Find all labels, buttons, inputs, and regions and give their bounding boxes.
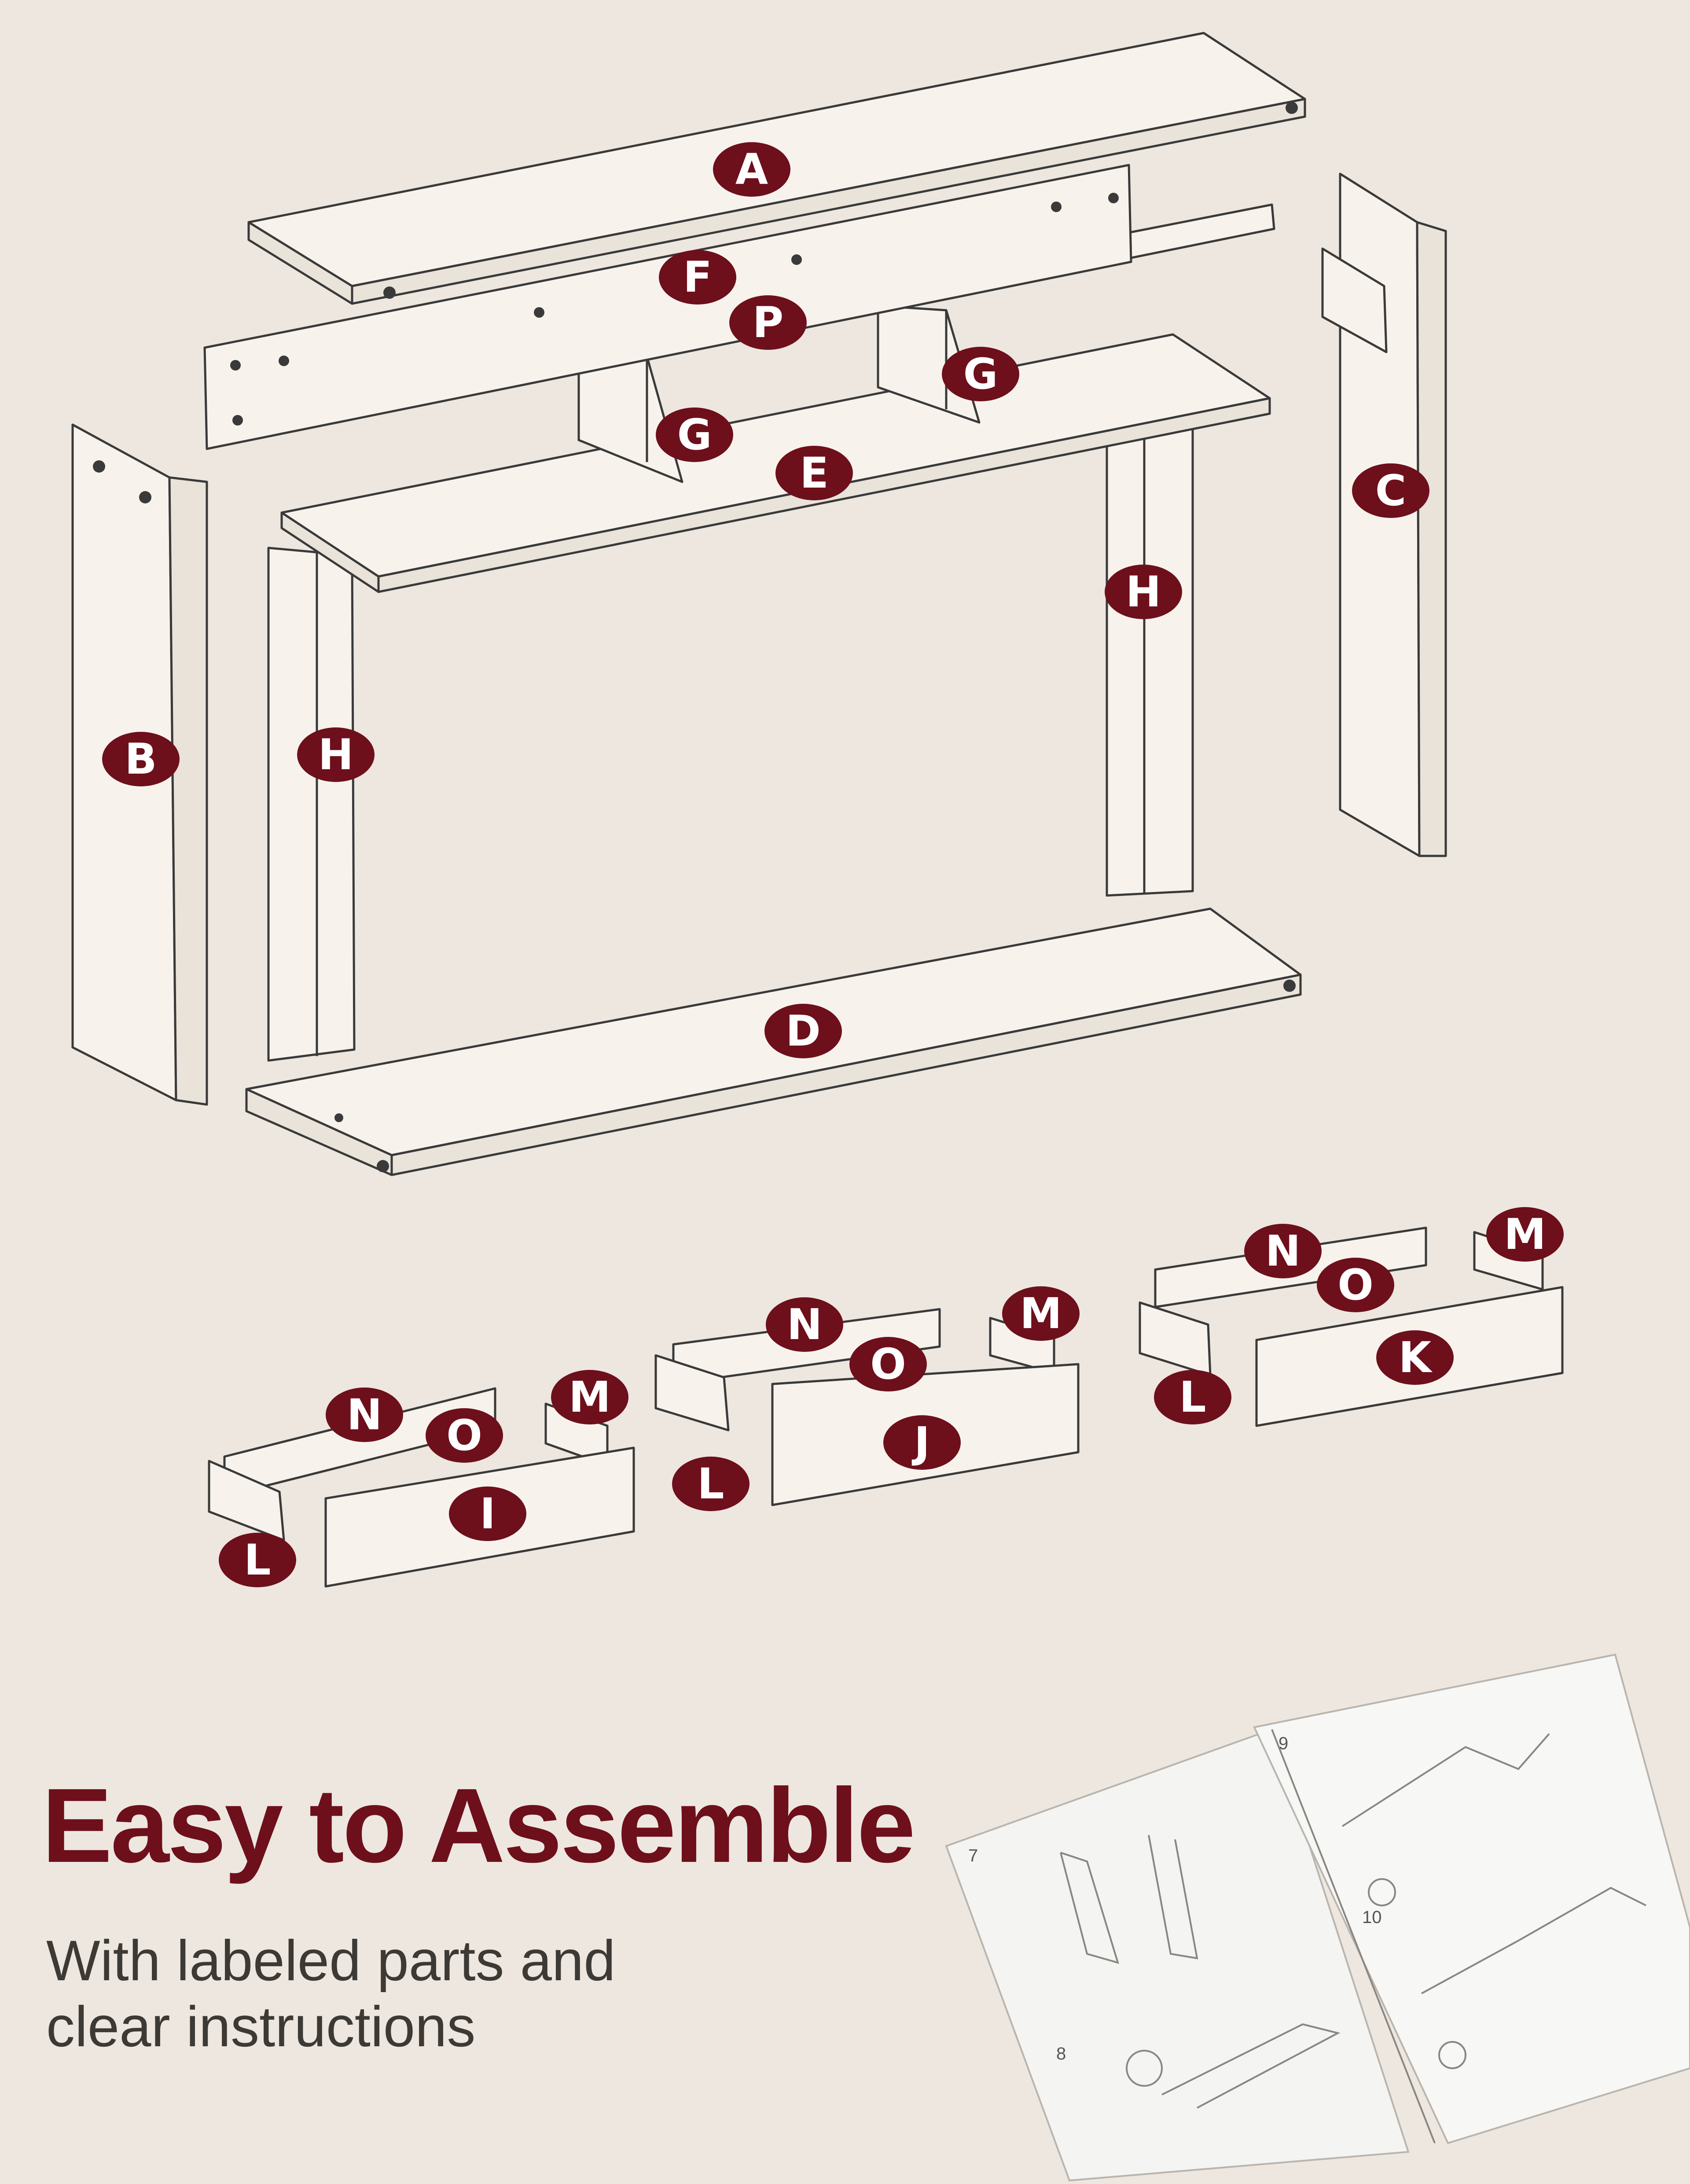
badge-drawer1-o: O	[426, 1408, 503, 1463]
svg-text:B: B	[125, 734, 157, 784]
badge-a: A	[713, 142, 790, 197]
svg-text:N: N	[1265, 1226, 1301, 1276]
svg-text:C: C	[1375, 466, 1406, 515]
svg-text:O: O	[1337, 1260, 1374, 1310]
svg-text:G: G	[963, 349, 998, 399]
badge-drawer1-m: M	[551, 1370, 628, 1424]
svg-text:G: G	[677, 410, 712, 459]
badge-drawer2-l: L	[672, 1457, 749, 1511]
badge-e: E	[775, 446, 853, 500]
badge-g-left: G	[656, 407, 733, 462]
svg-text:N: N	[347, 1390, 382, 1439]
svg-text:I: I	[480, 1489, 496, 1538]
badge-b: B	[102, 732, 180, 786]
badge-h-left: H	[297, 727, 375, 782]
badge-d: D	[764, 1004, 842, 1058]
manual-page-7: 7	[968, 1846, 978, 1865]
badge-g-right: G	[942, 347, 1019, 401]
badge-f: F	[659, 250, 736, 305]
svg-text:M: M	[569, 1373, 611, 1422]
svg-text:L: L	[697, 1459, 724, 1509]
svg-text:L: L	[244, 1535, 271, 1585]
badge-c: C	[1352, 463, 1429, 518]
svg-text:M: M	[1504, 1210, 1546, 1259]
badge-drawer3-l: L	[1154, 1370, 1231, 1424]
svg-text:P: P	[753, 298, 783, 347]
heading: Easy to Assemble	[42, 1766, 915, 1884]
badge-p: P	[729, 295, 807, 350]
svg-text:H: H	[1126, 567, 1161, 617]
subtitle: With labeled parts and clear instruction…	[46, 1927, 616, 2059]
subtitle-line-1: With labeled parts and	[46, 1928, 616, 1993]
svg-text:O: O	[870, 1340, 906, 1389]
badge-drawer3-m: M	[1486, 1207, 1564, 1262]
badge-drawer3-o: O	[1317, 1258, 1394, 1312]
badge-h-right: H	[1105, 565, 1182, 619]
back-panel-f	[203, 164, 1132, 450]
badge-drawer2-front: J	[883, 1415, 961, 1470]
svg-text:N: N	[787, 1300, 822, 1349]
badge-drawer1-l: L	[219, 1533, 296, 1587]
subtitle-line-2: clear instructions	[46, 1994, 476, 2059]
badge-drawer3-n: N	[1244, 1224, 1322, 1278]
leg-h-left	[267, 547, 356, 1062]
manual-page-8: 8	[1056, 2044, 1066, 2063]
leg-h-right	[1106, 423, 1194, 897]
manual-page-9: 9	[1279, 1734, 1288, 1753]
svg-text:F: F	[683, 253, 712, 302]
badge-drawer2-o: O	[849, 1337, 927, 1391]
badge-drawer1-n: N	[326, 1387, 403, 1442]
svg-text:H: H	[318, 730, 353, 779]
svg-text:D: D	[786, 1006, 821, 1056]
svg-text:O: O	[446, 1411, 482, 1460]
instruction-booklet: 7 8 9 10	[945, 1653, 1690, 2182]
svg-text:J: J	[911, 1418, 930, 1467]
badge-drawer3-front: K	[1376, 1330, 1454, 1385]
svg-text:M: M	[1020, 1289, 1062, 1338]
svg-text:K: K	[1399, 1333, 1433, 1382]
badge-drawer1-front: I	[449, 1487, 526, 1541]
manual-page-10: 10	[1362, 1908, 1382, 1927]
svg-text:E: E	[800, 448, 829, 498]
badge-drawer2-n: N	[766, 1297, 843, 1352]
badge-drawer2-m: M	[1002, 1286, 1080, 1341]
svg-text:L: L	[1179, 1373, 1206, 1422]
svg-text:A: A	[735, 145, 768, 194]
